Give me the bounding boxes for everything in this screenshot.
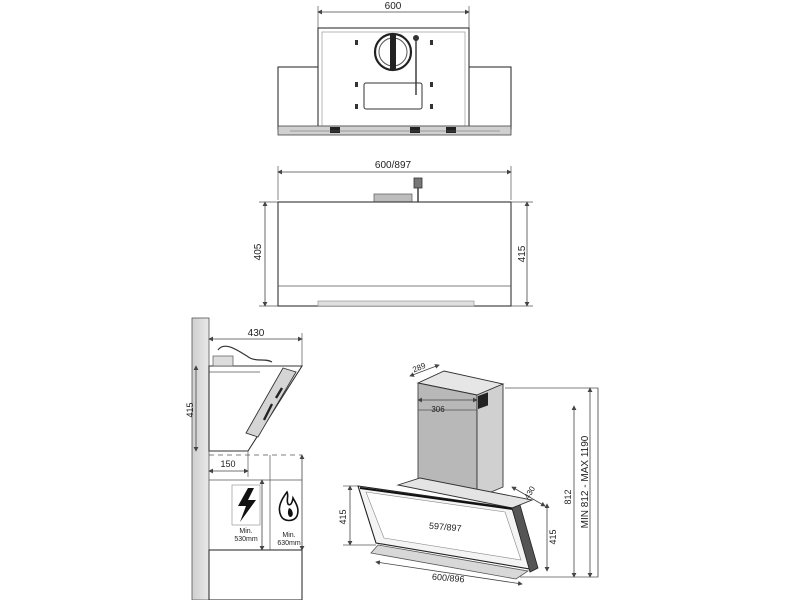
top-view: 600 bbox=[277, 1, 512, 136]
iso-depth-dimension bbox=[511, 486, 546, 507]
iso-glass-width-label: 597/897 bbox=[429, 521, 462, 534]
side-glass-panel bbox=[245, 367, 297, 438]
iso-depth-label: 430 bbox=[523, 484, 538, 501]
front-width-label: 600/897 bbox=[375, 160, 412, 171]
iso-range-label: MIN 812 - MAX 1190 bbox=[580, 435, 591, 528]
front-right-height-label: 415 bbox=[517, 245, 528, 262]
lightning-icon bbox=[238, 488, 256, 522]
iso-bottom-width-dimension bbox=[375, 560, 523, 586]
front-view: 600/897 405 415 bbox=[253, 160, 533, 307]
electric-min-label-2: 530mm bbox=[234, 536, 258, 543]
filter-panel bbox=[363, 82, 423, 110]
front-hood-body bbox=[277, 201, 512, 307]
gas-min-label-2: 630mm bbox=[277, 540, 301, 547]
iso-bottom-width-label: 600/896 bbox=[432, 572, 465, 585]
iso-chimney-side bbox=[476, 383, 504, 499]
iso-chimney-depth-dimension bbox=[409, 364, 440, 377]
iso-view: 289 306 415 597/897 430 415 600/896 812 … bbox=[338, 361, 599, 586]
side-height-label: 415 bbox=[185, 402, 195, 417]
iso-side-height-label: 415 bbox=[338, 509, 348, 524]
side-depth-label: 430 bbox=[248, 328, 265, 339]
iso-small-height-label: 812 bbox=[563, 489, 573, 504]
electric-hob-symbol: Min. 530mm bbox=[231, 484, 261, 543]
flame-icon bbox=[278, 490, 299, 522]
iso-chimney-width-label: 306 bbox=[431, 405, 445, 414]
electric-min-label-1: Min. bbox=[239, 528, 252, 535]
front-left-height-label: 405 bbox=[253, 243, 264, 260]
iso-chimney-depth-label: 289 bbox=[411, 361, 427, 375]
top-width-label: 600 bbox=[385, 1, 402, 12]
gas-hob-symbol: Min. 630mm bbox=[277, 490, 301, 547]
side-offset-label: 150 bbox=[220, 459, 235, 469]
front-outlet bbox=[373, 193, 413, 203]
side-view: 430 415 150 Min. 530mm Min. 630mm bbox=[185, 317, 305, 600]
gas-min-label-1: Min. bbox=[282, 532, 295, 539]
side-countertop bbox=[208, 549, 303, 600]
side-wall bbox=[191, 317, 210, 600]
iso-right-height-label: 415 bbox=[548, 529, 558, 544]
